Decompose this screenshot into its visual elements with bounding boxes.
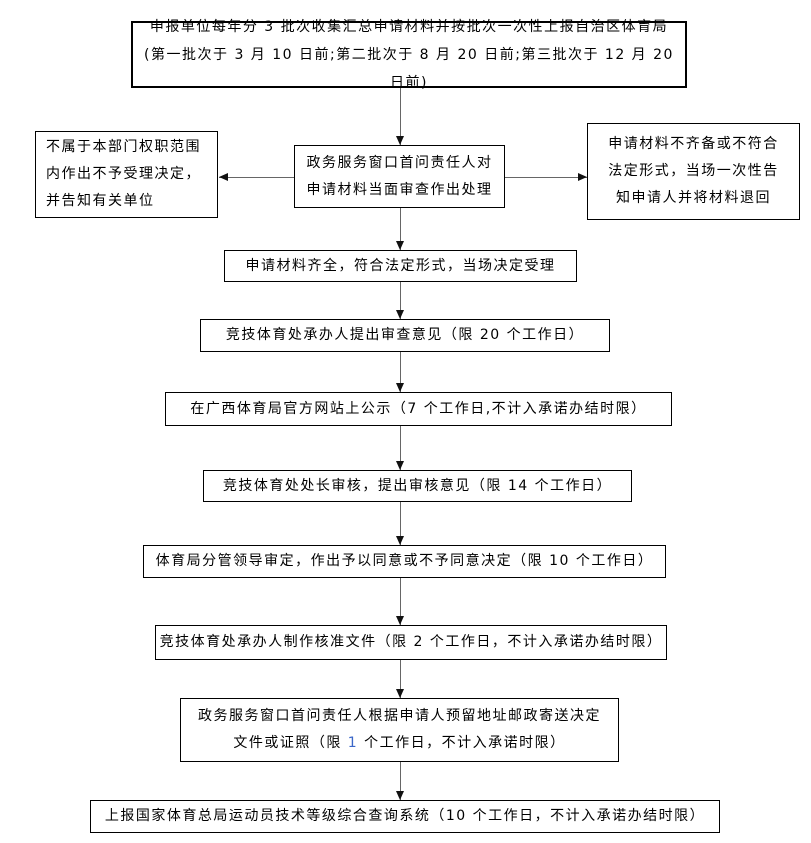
node-mail-delivery: 政务服务窗口首问责任人根据申请人预留地址邮政寄送决定文件或证照（限 1 个工作日… (180, 698, 619, 762)
arrow-document-to-mail (396, 660, 404, 698)
node-declare-line2: (第一批次于 3 月 10 日前;第二批次于 8 月 20 日前;第三批次于 1… (144, 46, 674, 91)
arrow-window-to-return (505, 173, 587, 181)
node-make-document-text: 竞技体育处承办人制作核准文件（限 2 个工作日，不计入承诺办结时限） (159, 634, 663, 650)
node-reject-notice-text: 不属于本部门权职范围内作出不予受理决定，并告知有关单位 (46, 139, 201, 209)
arrow-publicity-to-director (396, 426, 404, 470)
arrow-mail-to-report (396, 762, 404, 800)
node-declare-line1: 申报单位每年分 3 批次收集汇总申请材料并按批次一次性上报自治区体育局 (149, 18, 669, 35)
node-report-system: 上报国家体育总局运动员技术等级综合查询系统（10 个工作日，不计入承诺办结时限） (90, 800, 720, 833)
node-mail-delivery-highlight-number: 1 (347, 735, 359, 751)
node-review-opinion-text: 竞技体育处承办人提出审查意见（限 20 个工作日） (225, 327, 585, 343)
node-mail-delivery-text-post: 个工作日，不计入承诺时限） (358, 735, 566, 751)
node-make-document: 竞技体育处承办人制作核准文件（限 2 个工作日，不计入承诺办结时限） (155, 625, 667, 660)
arrow-window-to-reject (219, 173, 294, 181)
arrow-declare-to-window (396, 88, 404, 145)
node-window-review-line1: 政务服务窗口首问责任人对 (306, 154, 493, 171)
node-report-system-text: 上报国家体育总局运动员技术等级综合查询系统（10 个工作日，不计入承诺办结时限） (104, 808, 706, 824)
arrow-director-to-leader (396, 502, 404, 545)
node-accept-decision-text: 申请材料齐全，符合法定形式，当场决定受理 (245, 257, 556, 274)
arrow-leader-to-document (396, 578, 404, 625)
node-review-opinion: 竞技体育处承办人提出审查意见（限 20 个工作日） (200, 319, 610, 352)
node-leader-decision: 体育局分管领导审定，作出予以同意或不予同意决定（限 10 个工作日） (143, 545, 666, 578)
node-declare-batches: 申报单位每年分 3 批次收集汇总申请材料并按批次一次性上报自治区体育局 (第一批… (131, 19, 687, 91)
node-accept-decision: 申请材料齐全，符合法定形式，当场决定受理 (224, 250, 577, 282)
arrow-window-to-accept (396, 208, 404, 250)
node-return-material: 申请材料不齐备或不符合法定形式，当场一次性告知申请人并将材料退回 (587, 123, 800, 220)
node-website-publicity: 在广西体育局官方网站上公示（7 个工作日,不计入承诺办结时限） (165, 392, 672, 426)
node-director-review: 竞技体育处处长审核，提出审核意见（限 14 个工作日） (203, 470, 632, 502)
node-director-review-text: 竞技体育处处长审核，提出审核意见（限 14 个工作日） (222, 477, 613, 494)
node-website-publicity-text: 在广西体育局官方网站上公示（7 个工作日,不计入承诺办结时限） (190, 400, 647, 417)
arrow-accept-to-opinion (396, 282, 404, 319)
node-window-review: 政务服务窗口首问责任人对 申请材料当面审查作出处理 (294, 145, 505, 208)
node-mail-delivery-text-pre: 政务服务窗口首问责任人根据申请人预留地址邮政寄送决定文件或证照（限 (198, 708, 601, 751)
node-return-material-text: 申请材料不齐备或不符合法定形式，当场一次性告知申请人并将材料退回 (608, 136, 779, 206)
arrow-opinion-to-publicity (396, 352, 404, 392)
node-window-review-line2: 申请材料当面审查作出处理 (306, 181, 493, 198)
node-leader-decision-text: 体育局分管领导审定，作出予以同意或不予同意决定（限 10 个工作日） (155, 553, 654, 569)
node-reject-notice: 不属于本部门权职范围内作出不予受理决定，并告知有关单位 (35, 131, 218, 218)
